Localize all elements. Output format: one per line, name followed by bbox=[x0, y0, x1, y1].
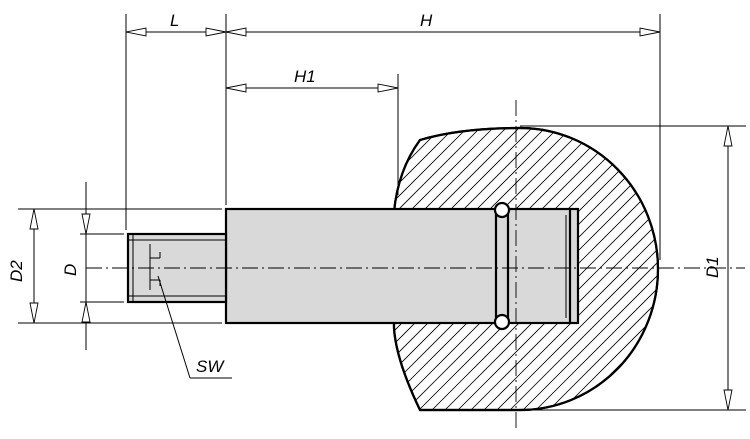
label-D1: D1 bbox=[703, 256, 722, 278]
hatch-line bbox=[538, 128, 658, 410]
hatch-line bbox=[394, 128, 502, 410]
hatch-line bbox=[394, 128, 489, 410]
ball-outline bbox=[392, 126, 660, 412]
label-H1: H1 bbox=[294, 67, 316, 86]
hatch-line bbox=[512, 128, 658, 410]
hatch-line bbox=[473, 128, 658, 410]
hatch-line bbox=[447, 128, 658, 410]
hatch-line bbox=[551, 128, 658, 410]
hatch-line bbox=[734, 120, 750, 420]
dimension-SW: SW bbox=[157, 275, 232, 379]
hatch-line bbox=[394, 128, 463, 410]
hatch-line bbox=[434, 128, 658, 410]
dimension-L: L bbox=[125, 11, 227, 37]
label-D: D bbox=[61, 264, 80, 276]
extension-lines bbox=[18, 14, 746, 411]
o-ring bbox=[493, 201, 511, 331]
label-L: L bbox=[170, 11, 179, 30]
hatch-line bbox=[394, 128, 528, 410]
label-D2: D2 bbox=[7, 260, 26, 282]
label-H: H bbox=[420, 11, 433, 30]
dimension-D: D bbox=[61, 182, 91, 350]
dimension-D1: D1 bbox=[703, 125, 733, 411]
hatch-line bbox=[394, 128, 541, 410]
hatch-line bbox=[525, 128, 658, 410]
dimension-D2: D2 bbox=[7, 208, 39, 324]
hatch-line bbox=[486, 128, 658, 410]
hatch-line bbox=[499, 128, 658, 410]
hatch-line bbox=[721, 120, 750, 420]
shank bbox=[224, 207, 580, 325]
hatch-line bbox=[394, 128, 515, 410]
dimension-H: H bbox=[225, 11, 661, 37]
hatch-line bbox=[460, 128, 658, 410]
threaded-stud bbox=[126, 232, 228, 304]
dimension-H1: H1 bbox=[225, 67, 399, 93]
hatch-line bbox=[394, 128, 476, 410]
label-SW: SW bbox=[196, 357, 225, 376]
